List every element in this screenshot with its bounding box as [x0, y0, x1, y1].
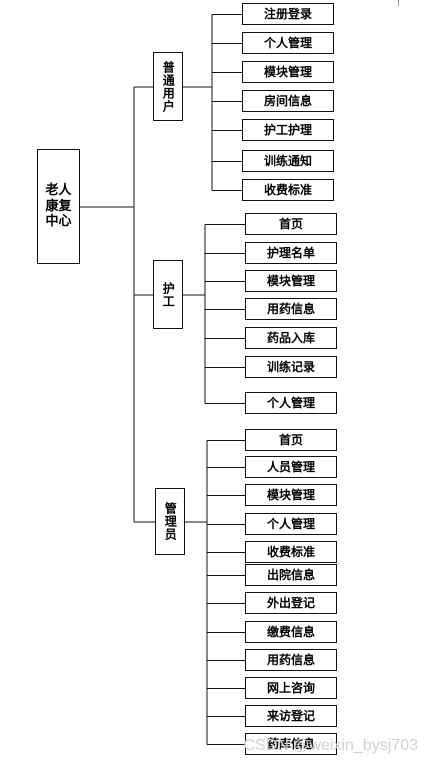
- leaf-label: 护工护理: [263, 122, 312, 137]
- leaf-label: 护理名单: [266, 245, 315, 260]
- leaf-node: 模块管理: [242, 61, 334, 83]
- leaf-node: 药品入库: [245, 327, 337, 349]
- leaf-label: 注册登录: [263, 6, 312, 21]
- leaf-node: 出院信息: [245, 564, 337, 586]
- leaf-node: 个人管理: [242, 32, 334, 54]
- leaf-label: 药库信息: [266, 736, 315, 751]
- corner-mark: [398, 0, 399, 6]
- leaf-node: 首页: [245, 429, 337, 451]
- group-node-administrator: 管理员: [155, 488, 185, 555]
- leaf-label: 药品入库: [266, 330, 315, 345]
- leaf-node: 药库信息: [245, 733, 337, 755]
- leaf-label: 模块管理: [263, 64, 312, 79]
- leaf-node: 模块管理: [245, 270, 337, 292]
- root-node: 老人 康复 中心: [37, 149, 80, 264]
- leaf-label: 模块管理: [266, 273, 315, 288]
- leaf-label: 个人管理: [263, 35, 312, 50]
- leaf-label: 出院信息: [266, 567, 315, 582]
- leaf-node: 注册登录: [242, 3, 334, 25]
- group-label: 普通用户: [161, 60, 176, 113]
- watermark: CSDN @weixin_bysj703: [243, 737, 418, 754]
- leaf-node: 缴费信息: [245, 621, 337, 643]
- leaf-node: 收费标准: [245, 541, 337, 563]
- leaf-node: 个人管理: [245, 513, 337, 535]
- leaf-node: 来访登记: [245, 705, 337, 727]
- leaf-node: 首页: [245, 213, 337, 235]
- leaf-label: 收费标准: [263, 182, 312, 197]
- leaf-label: 外出登记: [266, 595, 315, 610]
- root-label: 老人 康复 中心: [45, 183, 72, 230]
- leaf-node: 训练记录: [245, 356, 337, 378]
- leaf-node: 用药信息: [245, 298, 337, 320]
- leaf-label: 训练通知: [263, 153, 312, 168]
- leaf-node: 用药信息: [245, 649, 337, 671]
- leaf-label: 首页: [278, 216, 303, 231]
- leaf-label: 训练记录: [266, 359, 315, 374]
- leaf-label: 来访登记: [266, 708, 315, 723]
- leaf-label: 缴费信息: [266, 624, 315, 639]
- leaf-label: 用药信息: [266, 652, 315, 667]
- leaf-node: 收费标准: [242, 179, 334, 201]
- leaf-node: 模块管理: [245, 484, 337, 506]
- group-node-ordinary-user: 普通用户: [153, 52, 183, 121]
- leaf-label: 首页: [278, 432, 303, 447]
- leaf-node: 房间信息: [242, 90, 334, 112]
- leaf-label: 网上咨询: [266, 680, 315, 695]
- leaf-label: 收费标准: [266, 544, 315, 559]
- leaf-label: 人员管理: [266, 459, 315, 474]
- leaf-label: 用药信息: [266, 301, 315, 316]
- group-node-caregiver: 护工: [153, 260, 183, 329]
- leaf-node: 个人管理: [245, 392, 337, 414]
- leaf-node: 外出登记: [245, 592, 337, 614]
- group-label: 管理员: [163, 502, 178, 541]
- leaf-node: 训练通知: [242, 150, 334, 172]
- group-label: 护工: [161, 281, 176, 308]
- leaf-node: 网上咨询: [245, 677, 337, 699]
- leaf-node: 护理名单: [245, 242, 337, 264]
- leaf-node: 护工护理: [242, 119, 334, 141]
- leaf-label: 模块管理: [266, 487, 315, 502]
- leaf-label: 个人管理: [266, 516, 315, 531]
- leaf-label: 房间信息: [263, 93, 312, 108]
- leaf-label: 个人管理: [266, 395, 315, 410]
- leaf-node: 人员管理: [245, 456, 337, 478]
